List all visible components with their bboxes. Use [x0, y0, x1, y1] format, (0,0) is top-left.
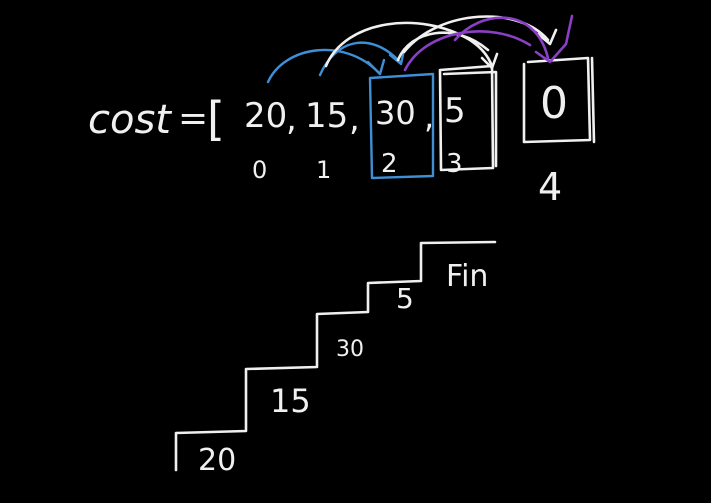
array-value-1: 15 — [305, 96, 348, 136]
white-arrowhead-4 — [536, 28, 558, 46]
white-arrowhead-1 — [480, 52, 499, 70]
finish-label: Fin — [446, 259, 488, 294]
array-name: cost — [88, 97, 172, 143]
comma-2: , — [424, 98, 434, 136]
purple-tail — [564, 14, 574, 46]
index-4: 4 — [538, 165, 562, 209]
comma-0: , — [286, 99, 297, 139]
blue-arrowhead-0 — [366, 58, 386, 76]
index-3: 3 — [446, 149, 463, 179]
white-arrow-to-4 — [402, 15, 550, 54]
index-0: 0 — [252, 156, 267, 184]
purple-arrow-from-3 — [453, 16, 550, 60]
blue-arrow-from-0 — [266, 48, 380, 84]
purple-arrowhead — [534, 42, 568, 64]
open-bracket: [ — [207, 92, 225, 146]
blue-arrowhead-1 — [388, 48, 406, 66]
step-1-cost: 15 — [270, 382, 311, 420]
index-1: 1 — [316, 156, 331, 184]
step-2-cost: 30 — [336, 337, 364, 362]
array-value-3: 5 — [444, 91, 466, 131]
index-2: 2 — [381, 149, 398, 179]
white-arrow-from-1 — [324, 21, 494, 68]
array-value-4: 0 — [540, 78, 568, 129]
array-value-2: 30 — [375, 94, 416, 132]
array-value-0: 20 — [244, 96, 287, 136]
step-0-cost: 20 — [198, 443, 236, 478]
equals-sign: = — [178, 98, 208, 139]
staircase — [174, 240, 497, 472]
step-3-cost: 5 — [396, 282, 414, 315]
box-index-2 — [368, 72, 435, 180]
comma-1: , — [349, 99, 360, 139]
box-index-3 — [438, 64, 498, 172]
